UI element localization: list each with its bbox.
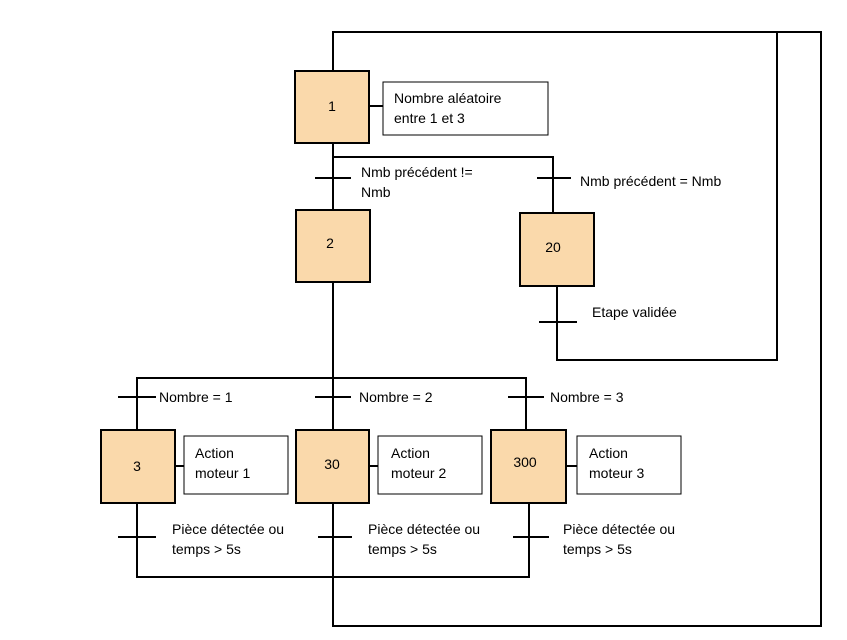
transition-3-line-1: Pièce détectée ou xyxy=(172,521,284,537)
transition-2-300-label: Nombre = 3 xyxy=(550,389,624,405)
step-3-box xyxy=(100,429,176,504)
action-3-line-2: moteur 1 xyxy=(195,465,250,481)
step-1: 1 xyxy=(294,70,370,144)
transition-1-20-label: Nmb précédent = Nmb xyxy=(580,173,721,189)
action-box-3: Action moteur 1 xyxy=(183,435,289,495)
action-300-line-1: Action xyxy=(589,445,628,461)
action-30-line-1: Action xyxy=(391,445,430,461)
transition-30-line-2: temps > 5s xyxy=(368,541,437,557)
action-1-line-1: Nombre aléatoire xyxy=(394,90,502,106)
action-box-3-frame xyxy=(183,435,289,495)
transition-300-line-2: temps > 5s xyxy=(563,541,632,557)
branch-bar-top xyxy=(136,377,527,430)
step-300-label: 300 xyxy=(513,454,537,470)
step-2-label: 2 xyxy=(326,235,334,251)
step-3: 3 xyxy=(100,429,176,504)
transition-3-line-2: temps > 5s xyxy=(172,541,241,557)
step-3-label: 3 xyxy=(133,458,141,474)
action-30-line-2: moteur 2 xyxy=(391,465,446,481)
step-30-label: 30 xyxy=(324,456,340,472)
transition-20-1-label: Etape validée xyxy=(592,304,677,320)
transition-1-2-line-2: Nmb xyxy=(361,184,391,200)
step-30-box xyxy=(295,429,370,504)
step-1-label: 1 xyxy=(328,98,336,114)
action-300-line-2: moteur 3 xyxy=(589,465,644,481)
action-box-1-frame xyxy=(382,81,549,136)
transition-300-line-1: Pièce détectée ou xyxy=(563,521,675,537)
step-20-box xyxy=(519,212,595,287)
step-2-box xyxy=(295,209,371,283)
step-1-box xyxy=(294,70,370,144)
transition-1-2-line-1: Nmb précédent != xyxy=(361,164,473,180)
action-box-30-frame xyxy=(377,435,483,495)
step-300-box xyxy=(490,429,567,504)
step-300: 300 xyxy=(490,429,567,504)
link-1-20 xyxy=(333,156,554,212)
action-box-1: Nombre aléatoire entre 1 et 3 xyxy=(382,81,549,136)
transition-labels: Nmb précédent != Nmb Nmb précédent = Nmb… xyxy=(159,164,721,557)
step-2: 2 xyxy=(295,209,371,283)
transition-30-line-1: Pièce détectée ou xyxy=(368,521,480,537)
step-20-label: 20 xyxy=(545,239,561,255)
action-box-300: Action moteur 3 xyxy=(576,435,682,495)
transition-2-3-label: Nombre = 1 xyxy=(159,389,233,405)
step-30: 30 xyxy=(295,429,370,504)
action-1-line-2: entre 1 et 3 xyxy=(394,110,465,126)
transition-2-30-label: Nombre = 2 xyxy=(359,389,433,405)
action-box-300-frame xyxy=(576,435,682,495)
outer-loop-line xyxy=(332,31,822,627)
transition-ticks xyxy=(118,177,577,538)
action-3-line-1: Action xyxy=(195,445,234,461)
step-20: 20 xyxy=(519,212,595,287)
action-box-30: Action moteur 2 xyxy=(377,435,483,495)
